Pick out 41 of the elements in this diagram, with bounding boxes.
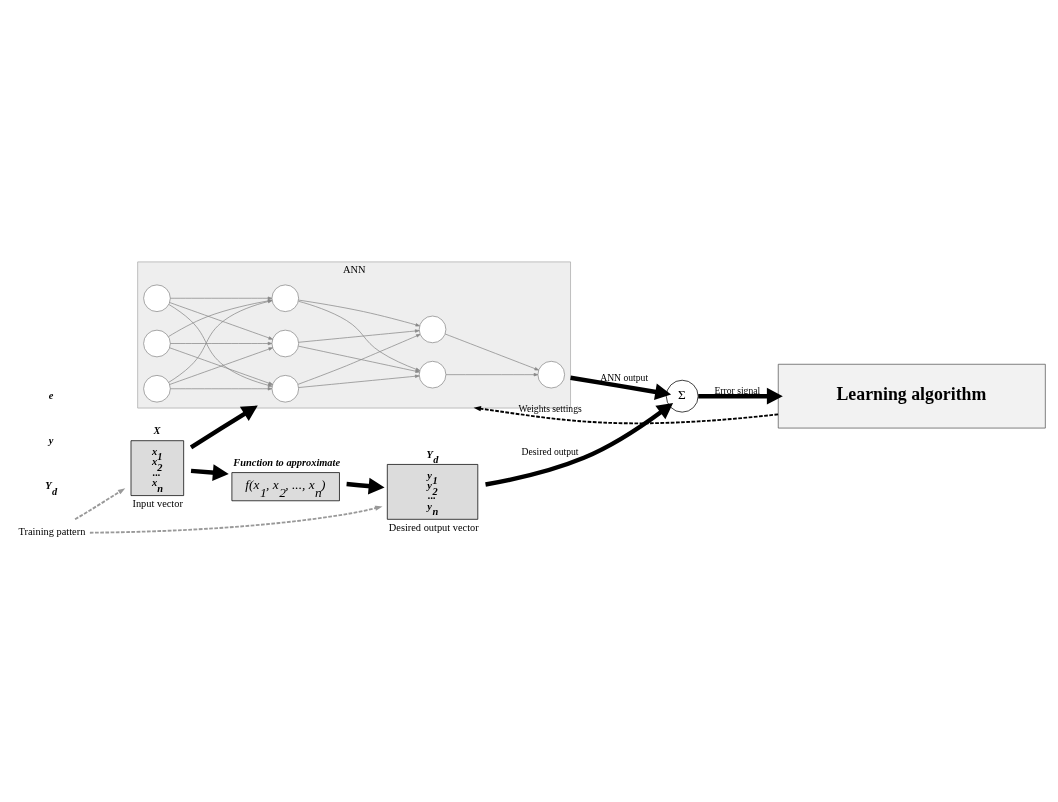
node-text: Training pattern bbox=[18, 526, 86, 538]
arrow bbox=[169, 387, 273, 391]
arrow bbox=[346, 477, 385, 495]
node-label: Input vector bbox=[132, 497, 183, 509]
node-label: Desired output vector bbox=[388, 521, 479, 533]
node-circle bbox=[271, 375, 299, 403]
node-circle: Σ bbox=[665, 379, 699, 413]
node-circle bbox=[418, 360, 447, 389]
arrow bbox=[485, 402, 674, 487]
arrow bbox=[570, 375, 672, 401]
arrow bbox=[169, 341, 273, 346]
arrow bbox=[298, 329, 420, 343]
label: e bbox=[48, 389, 54, 401]
edge-label: Desired output bbox=[521, 446, 579, 458]
node-label: X bbox=[153, 425, 161, 437]
arrow bbox=[444, 333, 539, 371]
node-circle bbox=[143, 329, 171, 358]
arrow bbox=[169, 347, 273, 385]
node-circle bbox=[537, 360, 565, 389]
arrow bbox=[89, 505, 383, 534]
arrow bbox=[445, 373, 539, 377]
arrow bbox=[74, 488, 126, 521]
label: y bbox=[48, 435, 54, 447]
node-circle bbox=[143, 284, 171, 312]
arrow bbox=[297, 334, 421, 385]
node-circle bbox=[143, 375, 171, 403]
arrow bbox=[298, 300, 421, 371]
arrow bbox=[169, 296, 273, 300]
arrow bbox=[298, 374, 420, 388]
arrow bbox=[189, 405, 258, 450]
edge-label: ANN output bbox=[600, 371, 649, 383]
arrow bbox=[698, 387, 783, 405]
node-box: Learning algorithm bbox=[777, 363, 1046, 429]
node-circle bbox=[271, 284, 299, 312]
node-circle bbox=[418, 315, 447, 344]
arrow bbox=[298, 345, 420, 373]
arrow bbox=[190, 464, 229, 481]
arrow bbox=[473, 406, 780, 425]
node-circle bbox=[271, 329, 299, 358]
node-label: Function to approximate bbox=[233, 457, 341, 469]
arrow bbox=[298, 299, 420, 327]
